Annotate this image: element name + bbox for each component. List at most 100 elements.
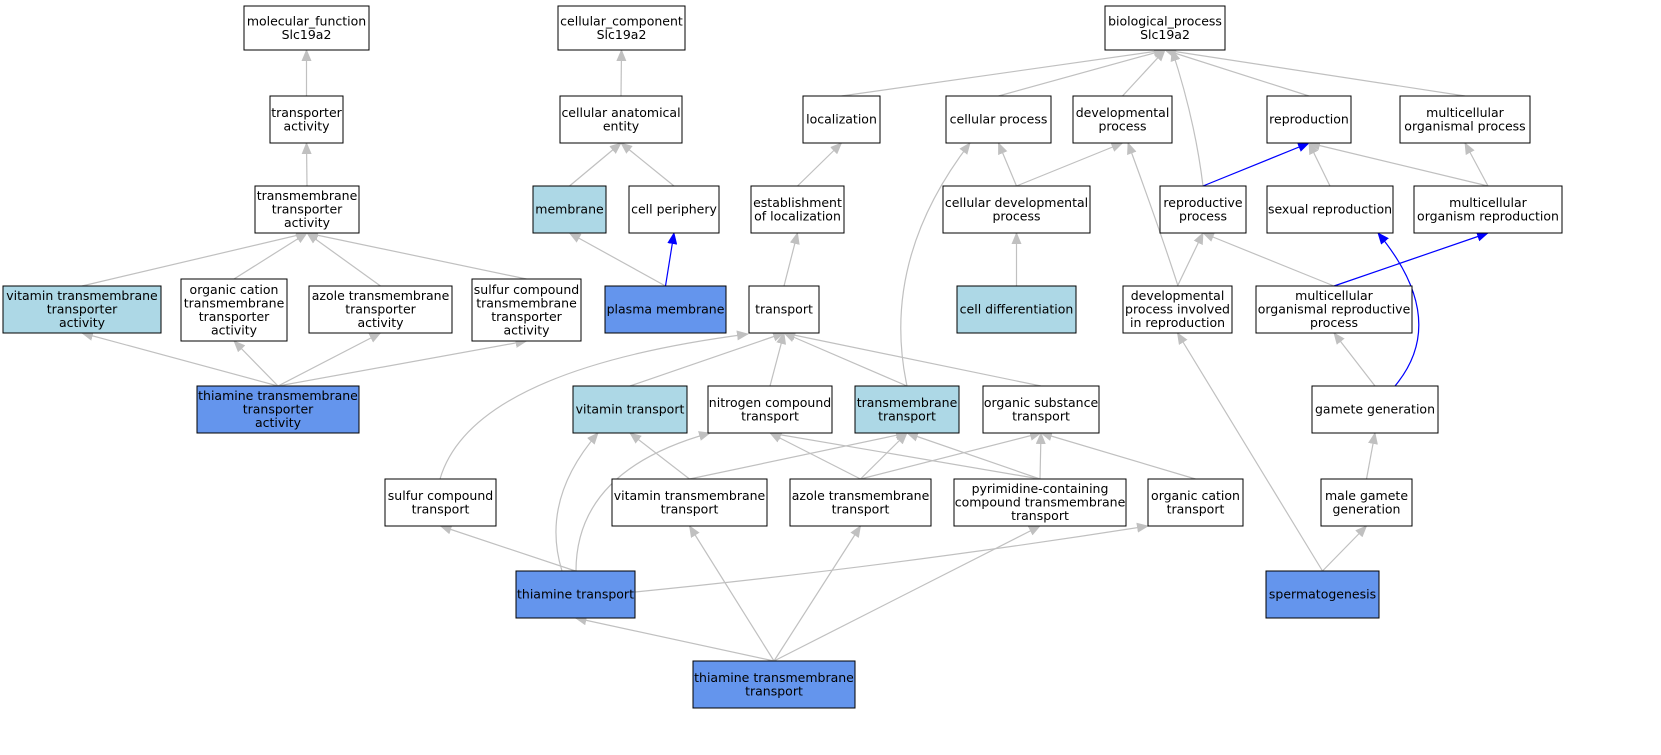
term-node-sr[interactable]: sexual reproduction: [1266, 185, 1394, 234]
edge-att-to-tmt: [860, 432, 908, 480]
term-node-mem[interactable]: membrane: [532, 185, 607, 234]
term-label-line: transport: [878, 408, 936, 423]
term-label-line: activity: [255, 415, 302, 430]
term-label-line: cellular anatomical: [561, 105, 680, 120]
term-label-line: activity: [211, 322, 258, 337]
term-label-line: transport: [745, 683, 803, 698]
edge-thtt-to-pctt: [773, 525, 1041, 662]
term-label-line: Slc19a2: [597, 27, 647, 42]
term-label-line: activity: [283, 118, 330, 133]
term-box: [269, 95, 344, 144]
term-node-tht[interactable]: thiamine transport: [515, 570, 636, 619]
edge-dpir-to-dp: [1127, 142, 1179, 287]
term-label-line: activity: [284, 215, 331, 230]
term-box: [572, 385, 688, 434]
term-node-thtta[interactable]: thiamine transmembranetransporteractivit…: [196, 385, 360, 434]
edge-mop-to-bp: [1164, 46, 1466, 97]
term-label-line: process involved: [1125, 302, 1230, 317]
edge-rep-to-bp: [1164, 48, 1310, 97]
term-node-tr[interactable]: transport: [748, 285, 820, 334]
term-node-cp[interactable]: cellular process: [945, 95, 1052, 144]
term-box: [1311, 385, 1439, 434]
term-box: [1072, 95, 1173, 144]
term-box: [953, 478, 1127, 527]
term-box: [1320, 478, 1413, 527]
term-box: [1122, 285, 1233, 334]
edge-sperm-to-dpir: [1176, 332, 1324, 572]
term-label-line: of localization: [754, 208, 841, 223]
term-label-line: thiamine transmembrane: [694, 670, 854, 685]
term-label-line: Slc19a2: [282, 27, 332, 42]
edge-morp-to-mor: [1333, 231, 1489, 287]
term-label-line: biological_process: [1108, 13, 1222, 28]
edge-ost-to-tr: [783, 330, 1042, 387]
term-label-line: in reproduction: [1130, 315, 1225, 330]
term-label-line: process: [1179, 208, 1227, 223]
edge-pm-to-cper: [664, 232, 678, 287]
term-label-line: transporter: [47, 302, 118, 317]
term-node-vt[interactable]: vitamin transport: [572, 385, 688, 434]
edge-pm-to-mem: [568, 232, 666, 287]
edge-mor-to-rep: [1308, 140, 1489, 187]
term-label-line: vitamin transmembrane: [614, 488, 766, 503]
term-label-line: process: [1310, 315, 1358, 330]
edge-tmt-to-tr: [783, 332, 908, 387]
term-label-line: transporter: [272, 202, 343, 217]
term-label-line: establishment: [753, 195, 842, 210]
term-box: [802, 95, 881, 144]
term-label-line: male gamete: [1325, 488, 1408, 503]
term-node-pm[interactable]: plasma membrane: [604, 285, 727, 334]
term-node-rep[interactable]: reproduction: [1266, 95, 1352, 144]
edge-loc-to-bp: [841, 46, 1166, 97]
term-node-gg[interactable]: gamete generation: [1311, 385, 1439, 434]
term-node-cper[interactable]: cell periphery: [628, 185, 720, 234]
term-node-loc[interactable]: localization: [802, 95, 881, 144]
term-node-sctta[interactable]: sulfur compoundtransmembranetransportera…: [471, 278, 582, 342]
term-box: [611, 478, 768, 527]
term-label-line: transport: [661, 501, 719, 516]
term-label-line: sexual reproduction: [1268, 202, 1392, 217]
term-label-line: thiamine transport: [517, 587, 634, 602]
term-label-line: organismal process: [1404, 118, 1525, 133]
term-node-cd[interactable]: cell differentiation: [956, 285, 1077, 334]
term-label-line: transport: [1012, 408, 1070, 423]
term-node-octta[interactable]: organic cationtransmembranetransporterac…: [180, 278, 288, 342]
term-box: [707, 385, 833, 434]
term-node-sperm[interactable]: spermatogenesis: [1265, 570, 1380, 619]
edge-thtta-to-vtta: [81, 331, 279, 387]
term-label-line: cellular process: [950, 112, 1048, 127]
edge-oct-to-ost: [1040, 431, 1196, 480]
edge-morp-to-rp: [1202, 232, 1335, 287]
term-box: [942, 185, 1091, 234]
term-label-line: cell periphery: [631, 202, 717, 217]
term-box: [748, 285, 820, 334]
edge-dp-to-bp: [1122, 49, 1166, 97]
term-box: [1266, 95, 1352, 144]
